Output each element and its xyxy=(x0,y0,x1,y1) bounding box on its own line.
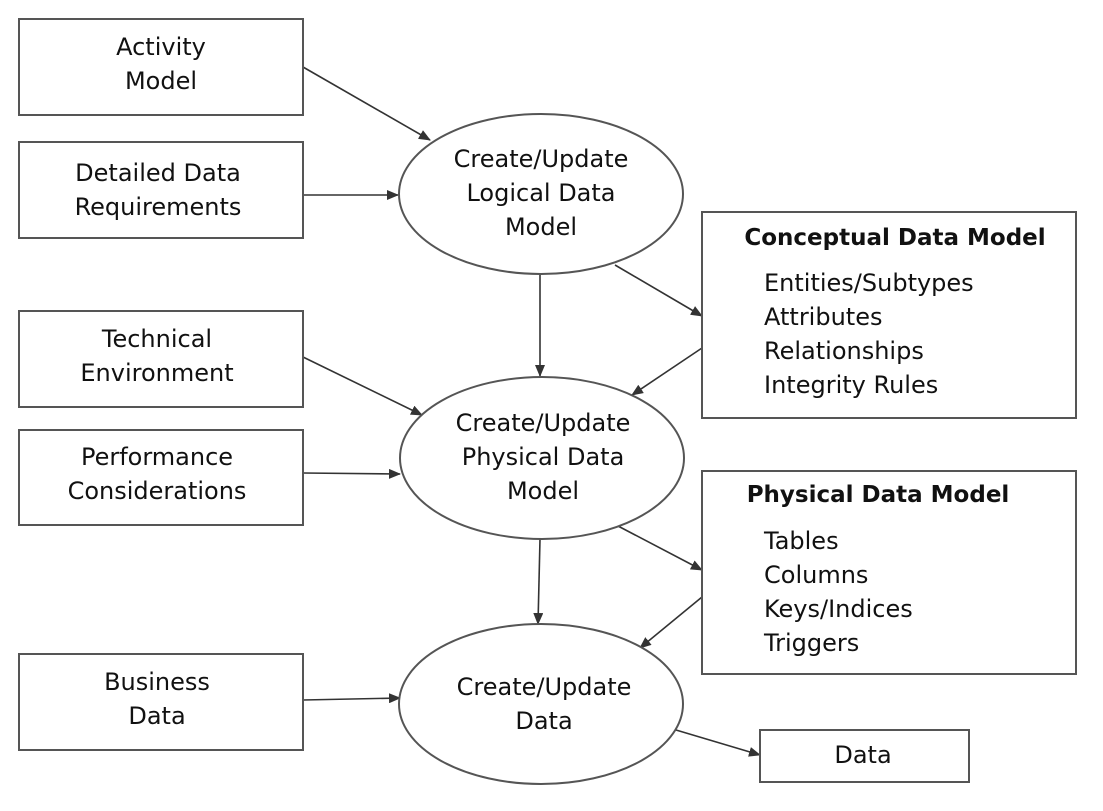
detailed-data-requirements-label-line-2: Requirements xyxy=(75,193,242,221)
business-data-label-line-2: Data xyxy=(128,702,185,730)
edge-technical-to-physical xyxy=(302,356,423,416)
output-data-box xyxy=(759,729,970,783)
performance-considerations-label-line-2: Considerations xyxy=(68,477,247,505)
conceptual-item: Attributes xyxy=(764,303,882,331)
process-physical-data-model: Create/Update Physical Data Model xyxy=(399,376,685,540)
detailed-data-requirements-box xyxy=(18,141,304,239)
conceptual-data-model-title: Conceptual Data Model xyxy=(744,225,1045,251)
input-business-data: Business Data xyxy=(18,653,304,751)
physical-process-label-line-3: Model xyxy=(507,477,579,505)
logical-data-model-ellipse xyxy=(398,113,684,275)
edge-physical-to-data xyxy=(533,538,544,625)
physical-data-model-ellipse xyxy=(399,376,685,540)
activity-model-box xyxy=(18,18,304,116)
conceptual-data-model-box xyxy=(701,211,1077,419)
logical-process-label-line-2: Logical Data xyxy=(466,179,615,207)
physical-data-model-panel: Physical Data Model Tables Columns Keys/… xyxy=(701,470,1077,675)
edges xyxy=(302,66,761,757)
logical-process-label-line-1: Create/Update xyxy=(454,145,629,173)
logical-process-label-line-3: Model xyxy=(505,213,577,241)
technical-environment-label-line-1: Technical xyxy=(101,325,212,353)
edge-data-to-output xyxy=(675,729,761,757)
performance-considerations-box xyxy=(18,429,304,526)
edge-business-to-data xyxy=(302,693,401,704)
output-data-label: Data xyxy=(834,741,891,769)
data-process-label-line-1: Create/Update xyxy=(457,673,632,701)
edge-performance-to-physical xyxy=(302,468,401,479)
physical-process-label-line-2: Physical Data xyxy=(462,443,625,471)
physical-item: Keys/Indices xyxy=(764,595,913,623)
physical-data-model-title: Physical Data Model xyxy=(747,482,1010,508)
output-data: Data xyxy=(759,729,970,783)
physical-process-label-line-1: Create/Update xyxy=(456,409,631,437)
conceptual-data-model-panel: Conceptual Data Model Entities/Subtypes … xyxy=(701,211,1077,419)
edge-logical-to-conceptual xyxy=(614,264,703,317)
conceptual-item: Integrity Rules xyxy=(764,371,938,399)
physical-item: Triggers xyxy=(763,629,859,657)
edge-physical-to-physicalmodel xyxy=(617,525,703,571)
physical-data-model-box xyxy=(701,470,1077,675)
edge-conceptual-to-physical xyxy=(631,347,703,396)
activity-model-label-line-2: Model xyxy=(125,67,197,95)
business-data-label-line-1: Business xyxy=(104,668,210,696)
data-process-label-line-2: Data xyxy=(515,707,572,735)
data-process-ellipse xyxy=(398,623,684,785)
technical-environment-box xyxy=(18,310,304,408)
edge-physicalmodel-to-data xyxy=(639,596,703,649)
input-activity-model: Activity Model xyxy=(18,18,304,116)
physical-item: Columns xyxy=(764,561,868,589)
physical-item: Tables xyxy=(763,527,839,555)
conceptual-item: Relationships xyxy=(764,337,924,365)
activity-model-label-line-1: Activity xyxy=(116,33,206,61)
technical-environment-label-line-2: Environment xyxy=(80,359,233,387)
process-data: Create/Update Data xyxy=(398,623,684,785)
detailed-data-requirements-label-line-1: Detailed Data xyxy=(75,159,241,187)
input-detailed-data-requirements: Detailed Data Requirements xyxy=(18,141,304,239)
conceptual-item: Entities/Subtypes xyxy=(764,269,974,297)
business-data-box xyxy=(18,653,304,751)
edge-activity-to-logical xyxy=(302,66,431,141)
process-logical-data-model: Create/Update Logical Data Model xyxy=(398,113,684,275)
input-performance-considerations: Performance Considerations xyxy=(18,429,304,526)
performance-considerations-label-line-1: Performance xyxy=(81,443,233,471)
input-technical-environment: Technical Environment xyxy=(18,310,304,408)
